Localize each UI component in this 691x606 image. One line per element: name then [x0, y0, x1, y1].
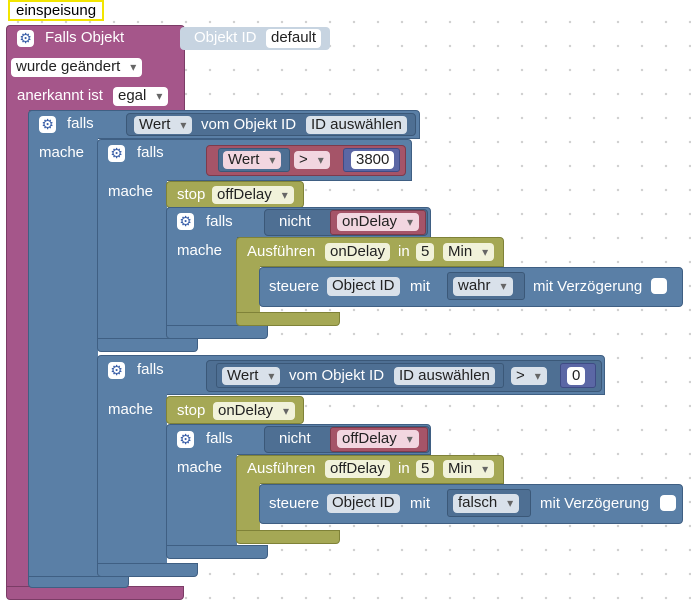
- if-block-3-spine: [97, 394, 167, 564]
- stop-ondelay-dropdown[interactable]: onDelay: [213, 402, 296, 420]
- stop-offdelay-dropdown[interactable]: offDelay: [212, 186, 294, 204]
- control-1-value-dropdown[interactable]: wahr: [453, 277, 513, 296]
- gear-icon[interactable]: ⚙: [108, 362, 125, 379]
- if3-falls: falls: [137, 361, 164, 378]
- if2-wert-dropdown[interactable]: Wert: [223, 151, 282, 169]
- timeout-block-ondelay-spine: [236, 266, 260, 316]
- comment-label[interactable]: einspeisung: [8, 0, 105, 21]
- if-block-2-bottom: [97, 338, 198, 352]
- if3-var-dropdown[interactable]: offDelay: [337, 430, 419, 448]
- gear-icon[interactable]: ⚙: [177, 213, 194, 230]
- if1-falls: falls: [67, 115, 94, 132]
- timeout-name-field[interactable]: onDelay: [325, 243, 391, 261]
- control-1-mit: mit: [410, 278, 430, 295]
- gear-icon[interactable]: ⚙: [108, 145, 125, 162]
- if1-wert-dropdown[interactable]: Wert: [134, 116, 193, 134]
- stop-label: stop: [177, 186, 206, 203]
- control-2-delay-label: mit Verzögerung: [540, 495, 650, 512]
- if-block-3-inner-spine: [166, 454, 237, 547]
- trigger-title: Falls Objekt: [45, 29, 125, 46]
- control-1-object-id[interactable]: Object ID: [327, 277, 400, 296]
- control-2-object-id[interactable]: Object ID: [327, 494, 400, 513]
- timeout2-unit-dropdown[interactable]: Min: [443, 460, 495, 478]
- if2-number-value[interactable]: 3800: [351, 151, 395, 169]
- object-id-value[interactable]: default: [266, 29, 322, 48]
- if2-not-label: nicht: [279, 213, 311, 230]
- timeout2-in-label: in: [398, 460, 410, 477]
- control-2-value-dropdown[interactable]: falsch: [453, 494, 520, 513]
- timeout-in-label: in: [398, 243, 410, 260]
- changed-dropdown[interactable]: wurde geändert: [11, 58, 143, 77]
- gear-icon[interactable]: ⚙: [177, 431, 194, 448]
- ack-label: anerkannt ist: [17, 87, 103, 104]
- if1-id-select[interactable]: ID auswählen: [306, 116, 407, 134]
- if2-var-dropdown[interactable]: onDelay: [337, 213, 420, 231]
- timeout-unit-dropdown[interactable]: Min: [443, 243, 495, 261]
- timeout-ausfuehren-label: Ausführen: [247, 243, 316, 260]
- ack-dropdown[interactable]: egal: [113, 87, 169, 106]
- trigger-block-spine: [6, 110, 29, 596]
- timeout-block-offdelay-bottom: [236, 530, 340, 544]
- if2-inner-falls: falls: [206, 213, 233, 230]
- gear-icon[interactable]: ⚙: [39, 116, 56, 133]
- control-1-steuere: steuere: [269, 278, 320, 295]
- if3-mache: mache: [108, 401, 154, 418]
- control-2-steuere: steuere: [269, 495, 320, 512]
- if2-op-dropdown[interactable]: >: [294, 151, 330, 169]
- timeout2-name-field[interactable]: offDelay: [325, 460, 390, 478]
- if1-mache: mache: [39, 144, 85, 161]
- stop-label-2: stop: [177, 402, 206, 419]
- control-2-delay-checkbox[interactable]: [660, 495, 676, 511]
- if3-inner-falls: falls: [206, 430, 233, 447]
- timeout-block-offdelay-spine: [236, 483, 260, 535]
- if2-falls: falls: [137, 144, 164, 161]
- if3-id-select[interactable]: ID auswählen: [394, 367, 495, 385]
- timeout2-number-field[interactable]: 5: [416, 460, 435, 478]
- gear-icon[interactable]: ⚙: [17, 30, 34, 47]
- if-block-outer-spine: [28, 138, 98, 578]
- if3-inner-mache: mache: [177, 459, 223, 476]
- if2-inner-mache: mache: [177, 242, 223, 259]
- object-id-label: Objekt ID: [194, 29, 257, 46]
- if-block-2-inner-spine: [166, 237, 237, 327]
- timeout-number-field[interactable]: 5: [416, 243, 435, 261]
- trigger-block-bottom: [6, 586, 184, 600]
- timeout-block-ondelay-bottom: [236, 312, 340, 326]
- if-block-3-bottom: [97, 563, 198, 577]
- if3-wert-dropdown[interactable]: Wert: [222, 367, 281, 385]
- control-1-delay-label: mit Verzögerung: [533, 278, 643, 295]
- if3-op-dropdown[interactable]: >: [511, 367, 547, 385]
- if2-mache: mache: [108, 183, 154, 200]
- if-block-outer-bottom: [28, 576, 129, 588]
- control-2-mit: mit: [410, 495, 430, 512]
- if1-vom-label: vom Objekt ID: [201, 116, 297, 133]
- if3-number-value[interactable]: 0: [567, 367, 586, 385]
- if3-not-label: nicht: [279, 430, 311, 447]
- control-1-delay-checkbox[interactable]: [651, 278, 667, 294]
- if3-vom-label: vom Objekt ID: [289, 367, 385, 384]
- if-block-3-inner-bottom: [166, 545, 268, 559]
- if-block-2-spine: [97, 180, 167, 340]
- timeout2-ausfuehren-label: Ausführen: [247, 460, 316, 477]
- if-block-2-inner-bottom: [166, 325, 268, 339]
